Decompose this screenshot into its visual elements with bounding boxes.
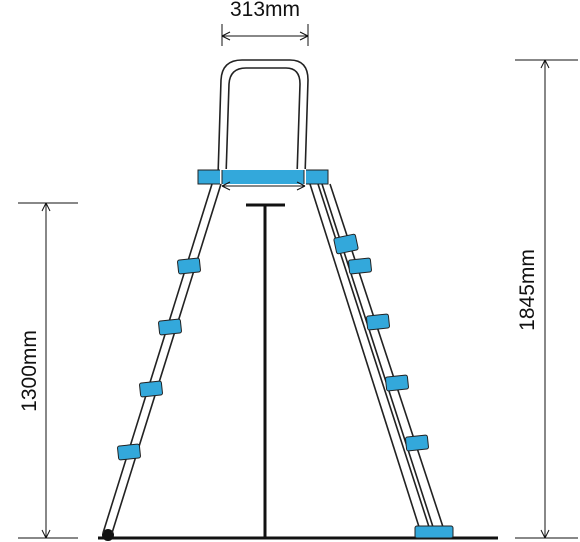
left-step-4 bbox=[117, 443, 141, 461]
right-step-5 bbox=[405, 434, 429, 452]
left-height-label: 1300mm bbox=[18, 330, 41, 412]
left-leg bbox=[102, 183, 222, 534]
top-width-label: 313mm bbox=[230, 0, 300, 21]
left-step-1 bbox=[177, 257, 201, 275]
platform-inner-dimension bbox=[221, 181, 306, 191]
right-step-2 bbox=[348, 257, 372, 275]
left-height-dimension bbox=[18, 202, 78, 539]
right-step-4 bbox=[385, 374, 409, 392]
right-step-6 bbox=[414, 525, 454, 539]
right-step-1 bbox=[333, 233, 359, 255]
right-step-3 bbox=[366, 313, 390, 331]
left-step-2 bbox=[158, 318, 182, 336]
handrail bbox=[217, 59, 309, 177]
right-legs bbox=[309, 183, 445, 531]
left-foot bbox=[102, 529, 114, 541]
right-height-label: 1845mm bbox=[516, 249, 539, 331]
left-step-3 bbox=[139, 380, 163, 398]
right-height-dimension bbox=[515, 59, 578, 539]
platform bbox=[197, 169, 329, 185]
center-pole bbox=[246, 203, 285, 538]
right-steps bbox=[333, 233, 454, 539]
top-width-dimension bbox=[221, 24, 309, 46]
left-steps bbox=[117, 257, 201, 461]
